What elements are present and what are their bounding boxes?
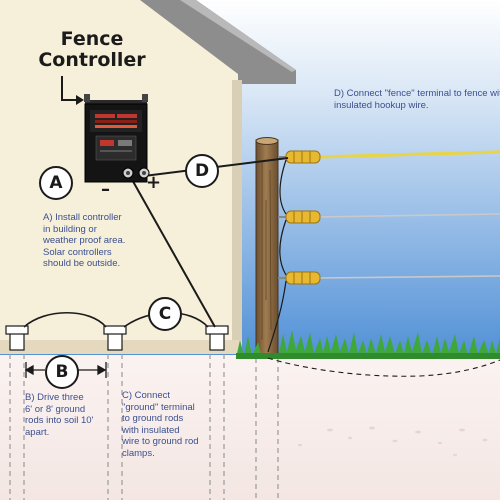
- house-corner: [232, 80, 242, 350]
- fence-post: [255, 139, 279, 356]
- fence-terminal-sign: +: [146, 172, 162, 193]
- step-c-line: to ground rods: [122, 413, 184, 424]
- marker-a: A: [39, 166, 73, 200]
- step-c-line: "ground" terminal: [122, 401, 195, 413]
- step-d-text: D) Connect "fence" terminal to fence wit…: [334, 88, 500, 111]
- step-b-text: B) Drive three 6' or 8' ground rods into…: [25, 392, 93, 438]
- title-line-2: Controller: [38, 49, 146, 71]
- step-c-line: C) Connect: [122, 390, 171, 401]
- marker-b: B: [45, 355, 79, 389]
- insulators: [278, 150, 321, 285]
- step-c-text: C) Connect "ground" terminal to ground r…: [122, 390, 199, 459]
- step-b-line: 6' or 8' ground: [25, 403, 86, 415]
- spacing-arrow: [24, 362, 107, 378]
- title-line-1: Fence: [60, 28, 124, 50]
- marker-c: C: [148, 297, 182, 331]
- step-b-line: rods into soil 10': [25, 415, 94, 426]
- soil-speckles: [298, 426, 488, 457]
- step-a-line: in building or: [43, 223, 97, 235]
- step-a-text: A) Install controller in building or wea…: [43, 212, 125, 270]
- roof-eave: [140, 0, 296, 84]
- fence-wire-bottom: [317, 275, 500, 279]
- fence-controller-unit: [84, 94, 150, 183]
- step-c-line: with insulated: [122, 424, 180, 436]
- step-c-line: clamps.: [122, 447, 155, 459]
- step-a-line: Solar controllers: [43, 246, 112, 258]
- title-pointer-arrow: [61, 76, 78, 101]
- ground-rods: [5, 325, 229, 351]
- underground-wire: [267, 357, 500, 377]
- step-d-line: insulated hookup wire.: [334, 99, 429, 111]
- marker-d: D: [185, 154, 219, 188]
- jumper-wire-upper: [279, 159, 287, 215]
- step-c-line: wire to ground rod: [122, 436, 199, 447]
- jumper-wire-lower: [279, 219, 287, 276]
- ground-soil: [0, 355, 500, 500]
- post-underground: [255, 358, 279, 500]
- step-a-line: weather proof area.: [43, 235, 126, 246]
- step-b-line: apart.: [25, 426, 50, 438]
- step-a-line: A) Install controller: [43, 212, 122, 223]
- page-title: Fence Controller: [36, 29, 148, 71]
- controller-ground-wire: [129, 175, 216, 328]
- ground-wire-rod1-rod2: [23, 311, 107, 328]
- step-d-line: D) Connect "fence" terminal to fence wit…: [334, 88, 500, 99]
- ground-rods-underground: [9, 345, 225, 500]
- fence-wire-middle: [317, 213, 500, 218]
- fence-wire-top: [317, 150, 500, 159]
- step-a-line: should be outside.: [43, 258, 121, 269]
- step-b-line: B) Drive three: [25, 392, 84, 403]
- ground-terminal-sign: –: [101, 179, 110, 200]
